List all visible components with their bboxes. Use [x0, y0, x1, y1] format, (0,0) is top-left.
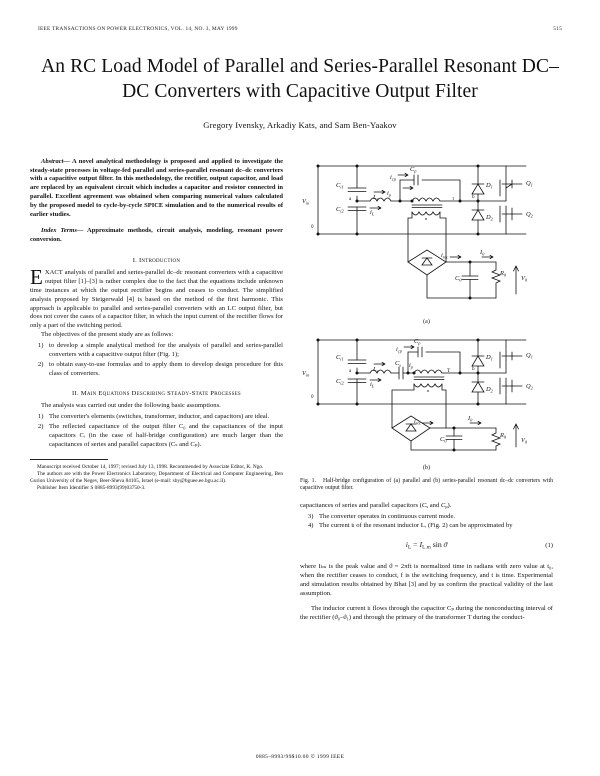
footnote-line: Manuscript received October 14, 1997; re… — [37, 463, 264, 470]
label-icp: icp — [396, 346, 403, 353]
label-node-n: n — [427, 388, 430, 393]
label-node-b: b — [472, 367, 475, 372]
intro-paragraph-2: The objectives of the present study are … — [41, 331, 174, 339]
label-i0: I0 — [479, 249, 485, 256]
label-node-1: 1 — [452, 196, 455, 201]
page-title: An RC Load Model of Parallel and Series-… — [41, 56, 559, 103]
label-c0: C0 — [440, 436, 447, 443]
label-i0: I0 — [467, 415, 473, 422]
index-terms-lead: Index Terms— — [41, 227, 84, 235]
label-ci2: Ci2 — [336, 378, 344, 385]
label-node-0: 0 — [311, 225, 314, 230]
assumptions-list-right: The converter operates in continuous cur… — [300, 513, 553, 532]
column-left: Abstract— A novel analytical methodology… — [30, 158, 283, 492]
label-ci1: Ci1 — [336, 354, 344, 361]
abstract: Abstract— A novel analytical methodology… — [30, 158, 283, 220]
subfigure-label-a: (a) — [423, 318, 430, 325]
list-item: The converter's elements (switches, tran… — [38, 413, 270, 422]
label-q2: Q2 — [526, 383, 534, 390]
label-lr: Lr — [372, 366, 379, 373]
intro-first-run: XACT — [44, 269, 63, 277]
figure-1: Vin Ci1 Ci2 Cp Lr iL ip icp D1 D2 Q1 Q2 … — [300, 158, 553, 493]
after-equation-paragraph: where Iₗₘ is the peak value and ϑ = 2πft… — [300, 563, 553, 597]
footnote-rule — [30, 458, 108, 460]
label-node-0: 0 — [311, 395, 314, 400]
list-item: The current iₗ of the resonant inductor … — [308, 522, 513, 531]
label-il: iL — [370, 209, 375, 216]
list-item: to obtain easy-to-use formulas and to ap… — [38, 360, 283, 377]
label-lr: Lr — [372, 194, 379, 201]
column-right: Vin Ci1 Ci2 Cp Lr iL ip icp D1 D2 Q1 Q2 … — [300, 158, 553, 623]
figure-caption-label: Fig. 1. — [300, 477, 317, 484]
list-item: The reflected capacitance of the output … — [38, 423, 283, 448]
abstract-text: A novel analytical methodology is propos… — [30, 157, 283, 218]
label-q2: Q2 — [526, 211, 534, 218]
author-list: Gregory Ivensky, Arkadiy Kats, and Sam B… — [203, 119, 397, 130]
label-cs: Cs — [395, 360, 401, 367]
label-il: iL — [370, 381, 375, 388]
label-vin: Vin — [302, 370, 310, 377]
label-v0: V0 — [521, 275, 528, 282]
running-head: IEEE TRANSACTIONS ON POWER ELECTRONICS, … — [30, 26, 570, 32]
subfigure-label-b: (b) — [423, 464, 430, 471]
main-eq-paragraph-1: The analysis was carried out under the f… — [41, 402, 221, 410]
section-heading-introduction: I. Introduction — [132, 257, 181, 265]
page-footer: 0885–8993/99$10.00 © 1999 IEEE — [255, 754, 345, 760]
label-ip: ip — [387, 190, 392, 197]
list-item: to develop a simple analytical method fo… — [38, 342, 283, 358]
abstract-lead: Abstract— — [41, 157, 70, 165]
footnote-block: Manuscript received October 14, 1997; re… — [30, 464, 283, 492]
label-ip: ip — [409, 362, 414, 369]
figure-caption: Fig. 1.Half-bridge configuration of (a) … — [300, 478, 553, 493]
assumption-2-continuation: capacitances of series and parallel capa… — [300, 501, 452, 509]
footnote-line: Publisher Item Identifier S 0885-8993(99… — [37, 484, 146, 491]
label-d1: D1 — [485, 354, 493, 361]
label-icp: icp — [390, 174, 397, 181]
label-d1: D1 — [485, 182, 493, 189]
circuit-diagram-a: Vin Ci1 Ci2 Cp Lr iL ip icp D1 D2 Q1 Q2 … — [302, 164, 534, 300]
label-vin: Vin — [302, 198, 310, 205]
main-eq-last-paragraph: The inductor current iₗ flows through th… — [300, 604, 553, 621]
label-node-b: b — [472, 195, 475, 200]
label-c0: C0 — [455, 275, 462, 282]
label-r0: R0 — [499, 432, 507, 439]
label-v0: V0 — [521, 437, 528, 444]
equation-1-row: iL = IL.m sin ϑ (1) — [300, 540, 553, 555]
label-r0: R0 — [499, 270, 507, 277]
intro-paragraph-1-text: analysis of parallel and series-parallel… — [30, 269, 283, 330]
equation-1-number: (1) — [545, 542, 553, 550]
label-transformer: T — [447, 368, 451, 374]
equation-1: iL = IL.m sin ϑ — [405, 540, 448, 551]
label-node-n: n — [425, 216, 428, 221]
label-cp: Cp — [414, 338, 421, 345]
label-q1: Q1 — [526, 180, 533, 187]
label-q1: Q1 — [526, 352, 533, 359]
label-irec: irec — [414, 418, 421, 425]
index-terms: Index Terms— Approximate methods, circui… — [30, 227, 283, 245]
list-item: The converter operates in continuous cur… — [308, 512, 456, 522]
figure-caption-text: Half-bridge configuration of (a) paralle… — [300, 477, 553, 492]
label-node-a: a — [349, 369, 352, 374]
section-heading-main-equations: II. Main Equations Describing Steady-Sta… — [72, 390, 241, 398]
index-terms-text: Approximate methods, circuit analysis, m… — [30, 227, 283, 244]
circuit-diagram-b: Vin Ci1 Ci2 Cp Cs Lr iL ip icp D1 D2 Q1 … — [302, 338, 534, 452]
label-cp: Cp — [410, 166, 417, 173]
drop-cap: E — [30, 265, 43, 290]
label-d2: D2 — [485, 214, 494, 221]
assumptions-list-left: The converter's elements (switches, tran… — [30, 413, 283, 449]
label-d2: D2 — [485, 386, 494, 393]
objectives-list: to develop a simple analytical method fo… — [30, 342, 283, 378]
body-columns: Abstract— A novel analytical methodology… — [30, 158, 570, 623]
page-number: 515 — [553, 26, 562, 32]
label-node-a: a — [349, 197, 352, 202]
label-irec: irec — [441, 252, 448, 259]
label-ci2: Ci2 — [336, 206, 344, 213]
journal-reference: IEEE TRANSACTIONS ON POWER ELECTRONICS, … — [38, 26, 238, 32]
footnote-line: The authors are with the Power Electroni… — [30, 470, 283, 484]
label-ci1: Ci1 — [336, 182, 344, 189]
